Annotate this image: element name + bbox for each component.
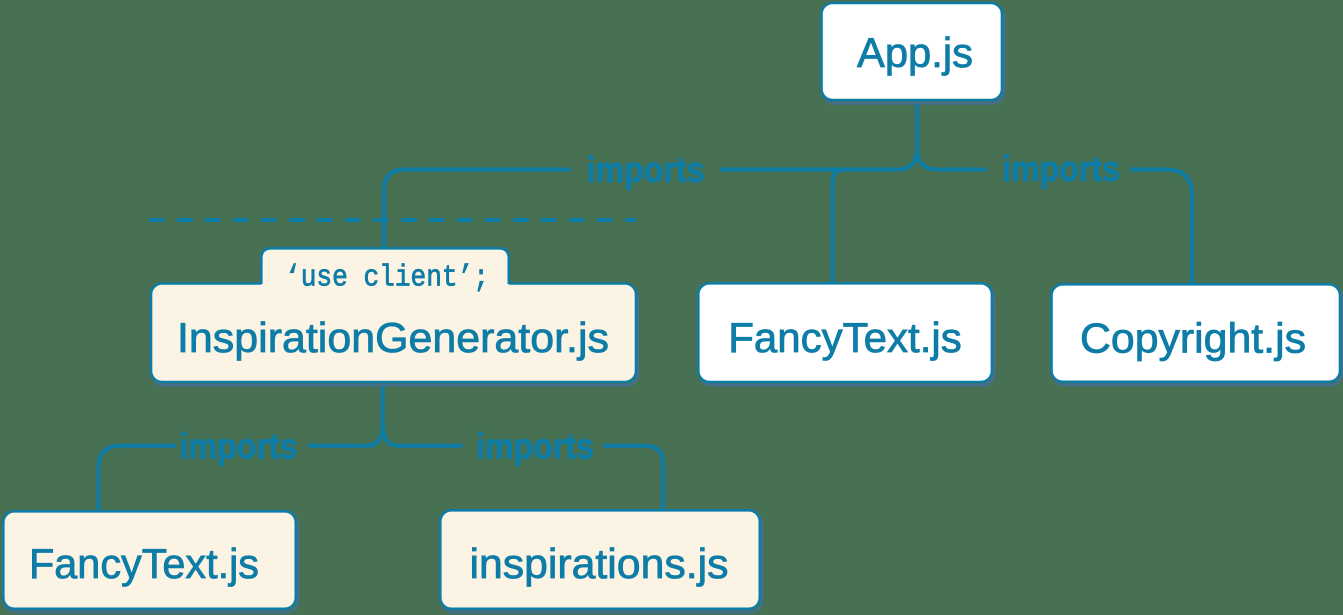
svg-text:Copyright.js: Copyright.js [1080,315,1306,362]
svg-text:inspirations.js: inspirations.js [470,540,729,587]
svg-text:FancyText.js: FancyText.js [29,540,259,587]
svg-text:‘use client’;: ‘use client’; [285,260,489,295]
svg-text:App.js: App.js [857,29,973,76]
svg-text:imports: imports [476,426,594,467]
svg-text:imports: imports [180,426,298,467]
svg-text:FancyText.js: FancyText.js [728,314,962,361]
svg-text:imports: imports [587,149,705,190]
svg-text:InspirationGenerator.js: InspirationGenerator.js [177,314,609,361]
svg-text:imports: imports [1002,148,1120,189]
